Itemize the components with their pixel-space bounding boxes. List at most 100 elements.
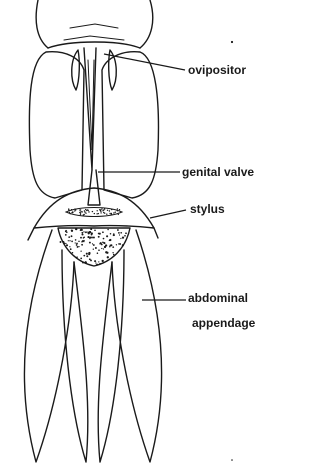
plate-stipple-dot (119, 209, 120, 210)
stipple-dot (78, 241, 79, 242)
stipple-dot (66, 244, 68, 246)
upper-segments (36, 0, 153, 48)
plate-stipple-dot (111, 214, 112, 215)
plate-stipple-dot (69, 212, 70, 213)
plate-stipple-dot (94, 213, 95, 214)
label-stylus: stylus (190, 202, 225, 216)
stipple-dot (90, 228, 92, 230)
genital-plate (34, 188, 154, 228)
stipple-dot (97, 252, 99, 254)
plate-stipple-dot (80, 211, 81, 212)
stipple-dot (77, 246, 79, 248)
plate-stipple-dot (98, 213, 99, 214)
stipple-dot (104, 246, 105, 247)
stipple-dot (101, 244, 103, 246)
plate-stipple-dot (101, 208, 102, 209)
stipple-dot (124, 235, 126, 237)
stipple-dot (86, 255, 88, 257)
plate-stipple-dot (85, 213, 86, 214)
stipple-dot (63, 241, 65, 243)
stipple-dot (66, 231, 68, 233)
stipple-dot (80, 251, 81, 252)
stipple-dot (80, 258, 82, 260)
stipple-dot (80, 237, 82, 239)
stipple-dot (94, 260, 96, 262)
stipple-dot (75, 242, 76, 243)
stipple-dot (98, 233, 100, 235)
stipple-dot (118, 243, 120, 245)
ovipositor-structure (72, 48, 117, 205)
plate-stipple-dot (100, 211, 101, 212)
plate-stipple-dot (80, 214, 81, 215)
stipple-dot (93, 249, 94, 250)
stipple-dot (91, 237, 93, 239)
stipple-dot (109, 246, 110, 247)
stipple-dot (95, 262, 96, 263)
stipple-dot (95, 247, 97, 249)
stipple-dot (75, 239, 77, 241)
stipple-dot (99, 263, 101, 265)
plate-stipple-dot (85, 209, 86, 210)
stipple-dot (86, 253, 88, 255)
stipple-dot (109, 240, 110, 241)
plate-stipple-dot (96, 213, 97, 214)
stipple-dot (85, 261, 87, 263)
plate-stipple-dot (70, 213, 71, 214)
stipple-dot (71, 241, 73, 243)
plate-stipple-dot (111, 213, 112, 214)
plate-stipple-dot (103, 212, 104, 213)
stipple-dot (119, 234, 120, 235)
stipple-dot (71, 235, 73, 237)
stipple-dot (118, 232, 120, 234)
plate-stipple-dot (100, 212, 101, 213)
stipple-dot (68, 240, 69, 241)
plate-stipple-dot (97, 210, 98, 211)
stipple-dot (122, 236, 124, 238)
plate-stipple-dot (111, 209, 112, 210)
stipple-dot (81, 233, 83, 235)
stipple-dot (116, 244, 117, 245)
stipple-dot (82, 261, 84, 263)
stipple-dot (87, 236, 89, 238)
stipple-dot (98, 249, 100, 251)
stipple-dot (125, 232, 127, 234)
plate-stipple-dot (117, 208, 118, 209)
stipple-dot (83, 231, 84, 232)
stipple-dot (60, 241, 62, 243)
pointer-stylus (150, 210, 186, 218)
speck-mark (231, 41, 233, 43)
stipple-dot (113, 234, 115, 236)
stipple-dot (83, 237, 85, 239)
stipple-dot (117, 229, 119, 231)
plate-stipple-dot (75, 209, 76, 210)
plate-stipple-dot (113, 212, 114, 213)
stipple-dot (93, 237, 95, 239)
stipple-dot (72, 252, 73, 253)
stipple-dot (83, 255, 85, 257)
stipple-dot (94, 229, 96, 231)
plate-stipple-dot (71, 212, 72, 213)
plate-stipple-dot (117, 210, 118, 211)
plate-stipple-dot (107, 210, 108, 211)
stipple-dot (98, 236, 100, 238)
stipple-dot (102, 231, 104, 233)
stipple-dot (120, 232, 122, 234)
stipple-dot (75, 228, 77, 230)
stipple-dot (88, 253, 90, 255)
plate-stipple-dot (71, 209, 72, 210)
stipple-dot (102, 260, 104, 262)
stipple-dot (102, 242, 104, 244)
stipple-dot (69, 246, 70, 247)
plate-stipple-dot (115, 212, 116, 213)
stipple-dot (90, 259, 92, 261)
stipple-dot (112, 246, 114, 248)
plate-stipple-dot (103, 209, 104, 210)
stipple-dot (98, 261, 99, 262)
stipple-dot (103, 248, 104, 249)
plate-stipple-dot (100, 209, 101, 210)
stipple-dot (103, 238, 105, 240)
plate-stipple-dot (92, 211, 93, 212)
plate-stipple-dot (82, 211, 83, 212)
plate-stipple-dot (68, 208, 69, 209)
